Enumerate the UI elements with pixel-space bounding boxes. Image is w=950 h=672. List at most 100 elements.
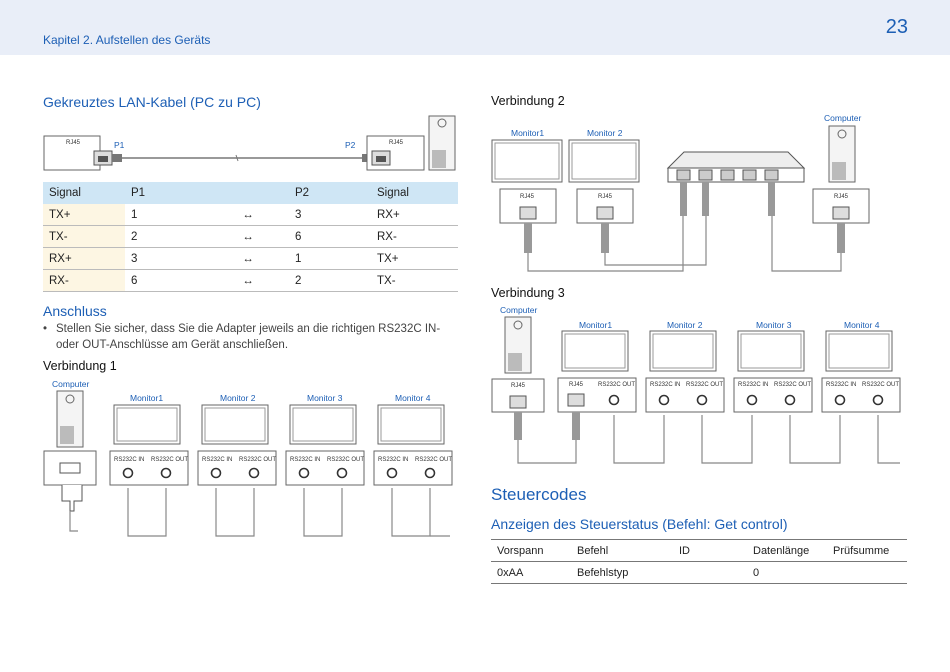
monitor-screen <box>289 404 357 445</box>
rj45-label: RJ45 <box>598 194 613 200</box>
rs232c-out-label: RS232C OUT <box>598 382 636 388</box>
computer-icon <box>504 316 532 374</box>
v1-monitor3-label: Monitor 3 <box>307 393 343 403</box>
chapter-title: Kapitel 2. Aufstellen des Geräts <box>43 33 211 47</box>
rj45-label: RJ45 <box>511 383 526 389</box>
table-row: TX+ 1 ↔ 3 RX+ <box>43 204 458 226</box>
rs232c-in-label: RS232C IN <box>378 457 409 463</box>
v3-monitor3-label: Monitor 3 <box>756 320 792 330</box>
monitor-screen <box>561 330 629 372</box>
rj45-label: RJ45 <box>520 194 535 200</box>
table-cell: ↔ <box>207 269 289 292</box>
monitor-screen <box>113 404 181 445</box>
computer-icon <box>56 390 84 448</box>
v3-monitor4-label: Monitor 4 <box>844 320 880 330</box>
rs232c-in-label: RS232C IN <box>202 457 233 463</box>
rs232c-in-label: RS232C IN <box>738 382 769 388</box>
rs232c-out-label: RS232C OUT <box>862 382 900 388</box>
table-cell: 6 <box>289 225 371 248</box>
table-cell <box>673 561 747 584</box>
monitor-screen <box>825 330 893 372</box>
table-cell: ↔ <box>207 247 289 270</box>
table-cell: 2 <box>289 269 371 292</box>
db9-connector <box>59 462 81 474</box>
table-row: Vorspann Befehl ID Datenlänge Prüfsumme <box>491 539 907 562</box>
col-signal-left: Signal <box>43 182 125 204</box>
computer-icon <box>828 125 856 183</box>
table-cell: 1 <box>289 247 371 270</box>
monitor-screen <box>201 404 269 445</box>
v2-monitor2-label: Monitor 2 <box>587 128 623 138</box>
table-cell: RX+ <box>43 247 125 270</box>
col-p1: P1 <box>125 182 207 204</box>
col-p2: P2 <box>289 182 371 204</box>
signal-table: Signal P1 P2 Signal TX+ 1 ↔ 3 RX+ TX- 2 … <box>43 182 458 292</box>
table-cell: 3 <box>125 247 207 270</box>
crossover-cable-diagram <box>43 115 456 171</box>
rs232c-out-label: RS232C OUT <box>415 457 453 463</box>
rj45-label: RJ45 <box>569 382 584 388</box>
table-cell: 2 <box>125 225 207 248</box>
table-row: RX- 6 ↔ 2 TX- <box>43 269 458 292</box>
page-number: 23 <box>885 16 908 38</box>
left-port-label: RJ45 <box>66 140 81 146</box>
verbindung1-title: Verbindung 1 <box>43 359 117 373</box>
table-cell <box>827 561 907 584</box>
monitor-screen <box>491 139 563 183</box>
table-cell: 3 <box>289 204 371 226</box>
v2-computer-label: Computer <box>824 113 862 123</box>
verbindung2-diagram <box>491 125 870 272</box>
v1-monitor2-label: Monitor 2 <box>220 393 256 403</box>
rs232c-out-label: RS232C OUT <box>239 457 277 463</box>
left-device-box <box>43 135 101 171</box>
p1-label: P1 <box>114 140 125 150</box>
rs232c-in-label: RS232C IN <box>114 457 145 463</box>
table-cell: ↔ <box>207 204 289 226</box>
verbindung1-diagram <box>43 390 453 537</box>
table-cell: 1 <box>125 204 207 226</box>
monitor-screen <box>568 139 640 183</box>
control-status-table: Vorspann Befehl ID Datenlänge Prüfsumme … <box>491 539 907 584</box>
table-cell: Befehlstyp <box>571 561 673 584</box>
table-header-cell: ID <box>673 539 747 562</box>
rs232c-out-label: RS232C OUT <box>774 382 812 388</box>
v3-monitor2-label: Monitor 2 <box>667 320 703 330</box>
table-cell: 0xAA <box>491 561 571 584</box>
table-row: RX+ 3 ↔ 1 TX+ <box>43 247 458 270</box>
table-cell: TX- <box>43 225 125 248</box>
rs232c-out-label: RS232C OUT <box>686 382 724 388</box>
steuercodes-subtitle: Anzeigen des Steuerstatus (Befehl: Get c… <box>491 516 788 532</box>
right-port-label: RJ45 <box>389 140 404 146</box>
page-header <box>0 0 950 55</box>
col-arrow <box>207 182 289 204</box>
table-cell: TX- <box>371 269 458 292</box>
rs232c-in-label: RS232C IN <box>650 382 681 388</box>
rj45-label: RJ45 <box>834 194 849 200</box>
table-cell: 6 <box>125 269 207 292</box>
table-row: TX- 2 ↔ 6 RX- <box>43 225 458 248</box>
lan-section-title: Gekreuztes LAN-Kabel (PC zu PC) <box>43 94 261 110</box>
monitor-screen <box>649 330 717 372</box>
v2-monitor1-label: Monitor1 <box>511 128 545 138</box>
table-header-cell: Befehl <box>571 539 673 562</box>
rs232c-out-label: RS232C OUT <box>327 457 365 463</box>
monitor-screen <box>377 404 445 445</box>
v1-computer-label: Computer <box>52 379 90 389</box>
steuercodes-title: Steuercodes <box>491 485 587 504</box>
verbindung3-diagram <box>491 316 901 464</box>
table-cell: 0 <box>747 561 827 584</box>
verbindung3-title: Verbindung 3 <box>491 286 565 300</box>
network-hub <box>666 151 806 183</box>
table-cell: TX+ <box>43 204 125 226</box>
table-row: 0xAA Befehlstyp 0 <box>491 561 907 584</box>
signal-table-header: Signal P1 P2 Signal <box>43 182 458 204</box>
bullet-text: Stellen Sie sicher, dass Sie die Adapter… <box>56 323 441 351</box>
v1-monitor1-label: Monitor1 <box>130 393 164 403</box>
col-signal-right: Signal <box>371 182 458 204</box>
table-cell: RX- <box>43 269 125 292</box>
monitor-screen <box>737 330 805 372</box>
v3-monitor1-label: Monitor1 <box>579 320 613 330</box>
p2-label: P2 <box>345 140 356 150</box>
table-header-cell: Datenlänge <box>747 539 827 562</box>
rs232c-out-label: RS232C OUT <box>151 457 189 463</box>
